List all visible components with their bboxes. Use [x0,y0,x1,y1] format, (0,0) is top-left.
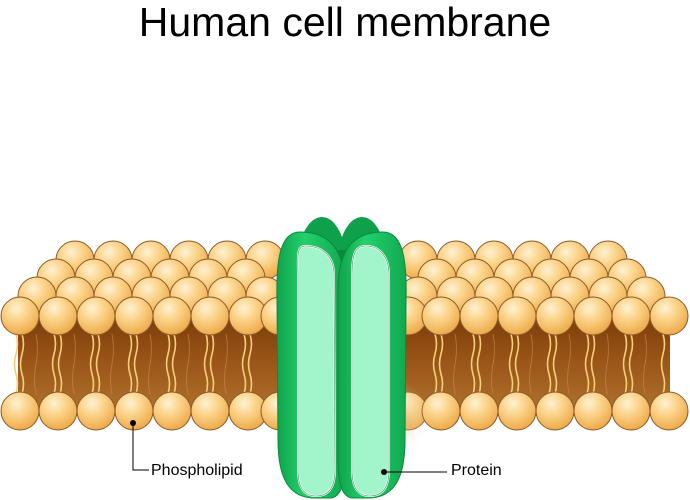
phospholipid-leader [130,420,149,471]
protein-leader [381,469,447,475]
transmembrane-protein [276,217,407,499]
diagram-title: Human cell membrane [138,0,552,45]
lipid-tails [13,333,666,395]
phospholipid-label: Phospholipid [151,462,243,479]
protein-label: Protein [451,462,502,479]
phospholipid-heads-top [0,296,689,336]
